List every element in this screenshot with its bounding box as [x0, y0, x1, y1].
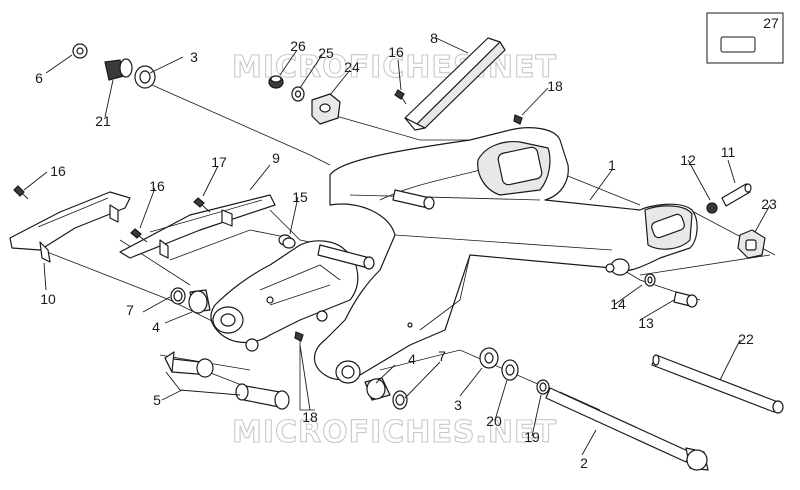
callout-20: 20	[486, 413, 502, 429]
chain-guard-slider	[404, 37, 506, 131]
callout-3-top: 3	[190, 49, 198, 65]
pivot-bushings	[164, 351, 290, 410]
chain-guard-plate-left	[9, 191, 131, 263]
callout-14: 14	[610, 296, 626, 312]
callout-7-right: 7	[438, 348, 446, 364]
chain-adjuster-bolt	[706, 183, 752, 214]
callout-15: 15	[292, 189, 308, 205]
callout-13: 13	[638, 315, 654, 331]
watermark-bottom: MICROFICHES.NET	[232, 415, 557, 450]
callout-23: 23	[761, 196, 777, 212]
swingarm-main-frame	[313, 127, 698, 384]
callout-10: 10	[40, 291, 56, 307]
callout-6: 6	[35, 70, 43, 86]
callout-16-left: 16	[50, 163, 66, 179]
callout-12: 12	[680, 152, 696, 168]
callout-7-left: 7	[126, 302, 134, 318]
right-bearings	[364, 377, 408, 410]
callout-19: 19	[524, 429, 540, 445]
callout-labels: 1 2 3 3 4 4 5 6 7 7 8 9 10 11 12 13 14 1…	[35, 30, 777, 471]
callout-3-bottom: 3	[454, 397, 462, 413]
callout-16-top: 16	[388, 44, 404, 60]
callout-11: 11	[721, 144, 736, 160]
rubber-pad	[311, 93, 341, 125]
watermark-top: MICROFICHES.NET	[232, 50, 557, 85]
callout-22: 22	[738, 331, 754, 347]
adjuster-screw-14-13	[644, 273, 698, 308]
callout-5: 5	[153, 392, 161, 408]
right-washer-set	[479, 347, 550, 395]
callout-21: 21	[95, 113, 111, 129]
callout-17: 17	[211, 154, 227, 170]
rear-axle	[651, 354, 784, 414]
chain-adjuster-block	[737, 229, 766, 259]
callout-4-right: 4	[408, 351, 416, 367]
callout-4-left: 4	[152, 319, 160, 335]
callout-18-top: 18	[547, 78, 563, 94]
swingarm-left-lever	[210, 240, 359, 352]
reference-box: 27	[706, 12, 784, 64]
pivot-axle-bolt	[545, 387, 709, 471]
callout-2: 2	[580, 455, 588, 471]
callout-16-mid: 16	[149, 178, 165, 194]
left-bearings	[170, 287, 211, 314]
callout-26: 26	[290, 38, 306, 54]
callout-27: 27	[763, 15, 779, 31]
washer-nut-set	[268, 75, 305, 102]
spacer-bushing-15	[278, 234, 296, 249]
pivot-plug-assembly	[72, 43, 156, 89]
chain-guard-plate-right	[119, 194, 276, 259]
callout-25: 25	[318, 45, 334, 61]
callout-24: 24	[344, 59, 360, 75]
swingarm-cross-tube	[317, 189, 435, 270]
leader-lines	[23, 37, 771, 456]
callout-1: 1	[608, 157, 616, 173]
callout-8: 8	[430, 30, 438, 46]
screws	[13, 89, 523, 342]
callout-9: 9	[272, 150, 280, 166]
callout-18-bottom: 18	[302, 409, 318, 425]
